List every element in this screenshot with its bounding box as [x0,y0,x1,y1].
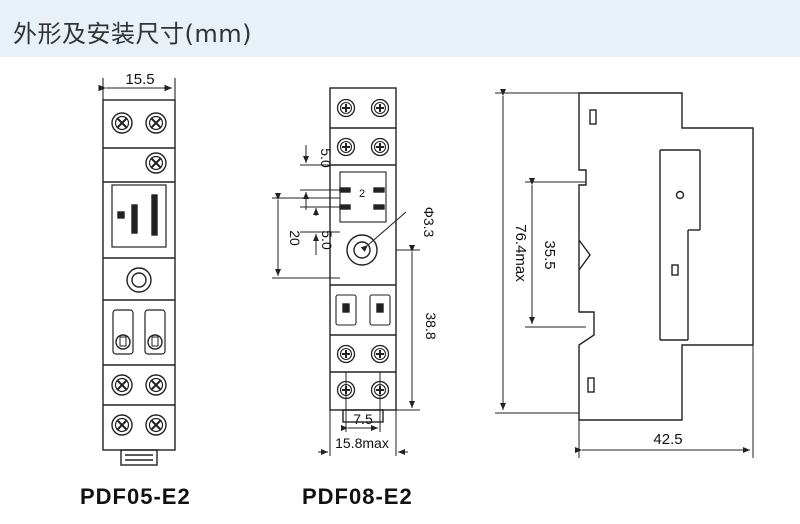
pdf05-terminal-screws [111,112,167,436]
pdf08-terminal-screws [336,98,390,400]
side-height-label: 76.4max [512,224,529,282]
section-title: 外形及安装尺寸(mm) [13,20,252,48]
pdf08-dimension-lines [272,145,420,456]
pdf08-front-view [329,87,397,423]
side-view [578,92,754,421]
pdf05-width-label: 15.5 [125,71,154,88]
pdf08-pitch-a-label: 5.0 [318,148,334,168]
model-label-pdf08: PDF08-E2 [302,484,413,509]
pdf08-max-width-label: 15.8max [335,435,389,451]
pdf08-hole-dia-label: Φ3.3 [421,207,437,238]
pdf08-hole-pitch-label: 20 [287,230,303,246]
pdf08-pin-number: 2 [359,188,365,200]
side-rail-width-label: 35.5 [541,240,558,269]
side-depth-label: 42.5 [653,431,682,448]
pdf08-pitch-b-label: 5.0 [319,230,335,250]
side-view-dimension-lines [495,89,754,458]
pdf05-front-view [102,99,176,466]
pdf05-width-dimension [98,78,176,100]
pdf08-lower-height-label: 38.8 [423,312,439,339]
section-header: 外形及安装尺寸(mm) [0,0,800,57]
pdf08-pin-pitch-label: 7.5 [353,411,373,427]
model-label-pdf05: PDF05-E2 [80,484,191,509]
